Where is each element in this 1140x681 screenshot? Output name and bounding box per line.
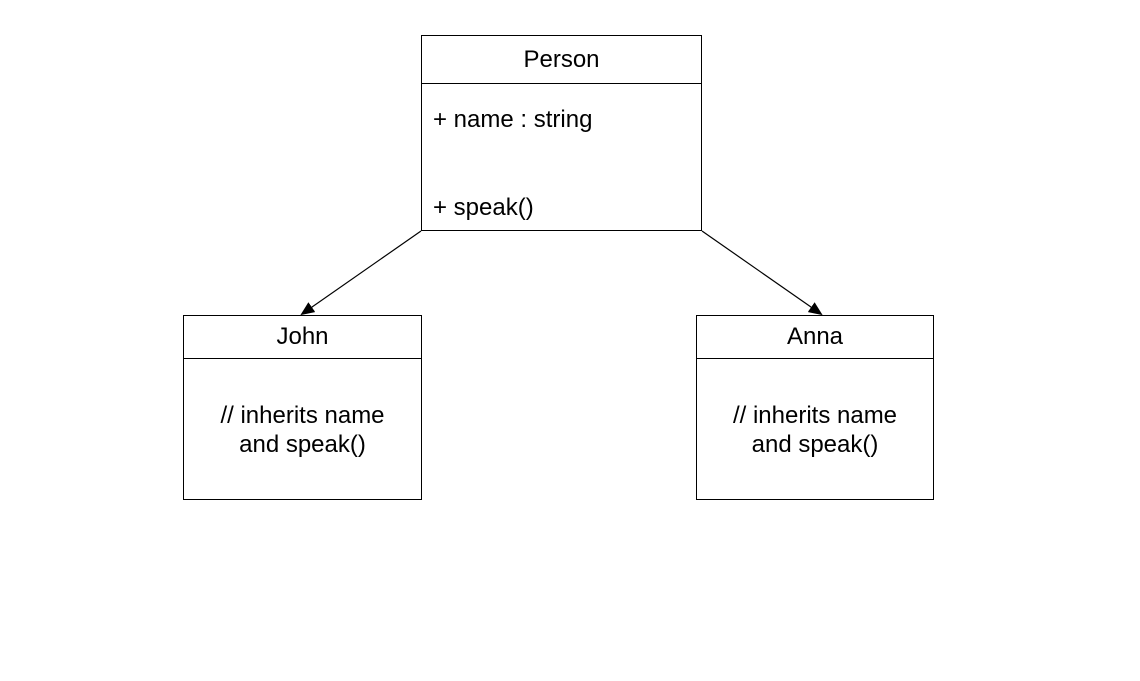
class-note-john: // inherits name and speak(): [184, 401, 421, 459]
class-box-john[interactable]: John // inherits name and speak(): [183, 315, 422, 500]
class-header-person: Person: [422, 36, 701, 84]
class-name-john: John: [276, 323, 329, 350]
note-line-1: // inherits name: [220, 402, 385, 429]
note-line-2: and speak(): [751, 431, 879, 458]
class-header-anna: Anna: [697, 316, 933, 359]
class-name-anna: Anna: [786, 323, 844, 350]
class-box-person[interactable]: Person + name : string + speak(): [421, 35, 702, 231]
arrow-person-to-john: [300, 230, 422, 316]
class-note-anna: // inherits name and speak(): [697, 401, 933, 459]
class-box-anna[interactable]: Anna // inherits name and speak(): [696, 315, 934, 500]
class-header-john: John: [184, 316, 421, 359]
attribute-name: + name : string: [433, 106, 593, 133]
method-speak: + speak(): [433, 194, 534, 221]
arrow-person-to-anna: [701, 230, 823, 316]
note-line-2: and speak(): [239, 431, 366, 458]
class-name-person: Person: [523, 45, 600, 73]
note-line-1: // inherits name: [732, 402, 898, 429]
